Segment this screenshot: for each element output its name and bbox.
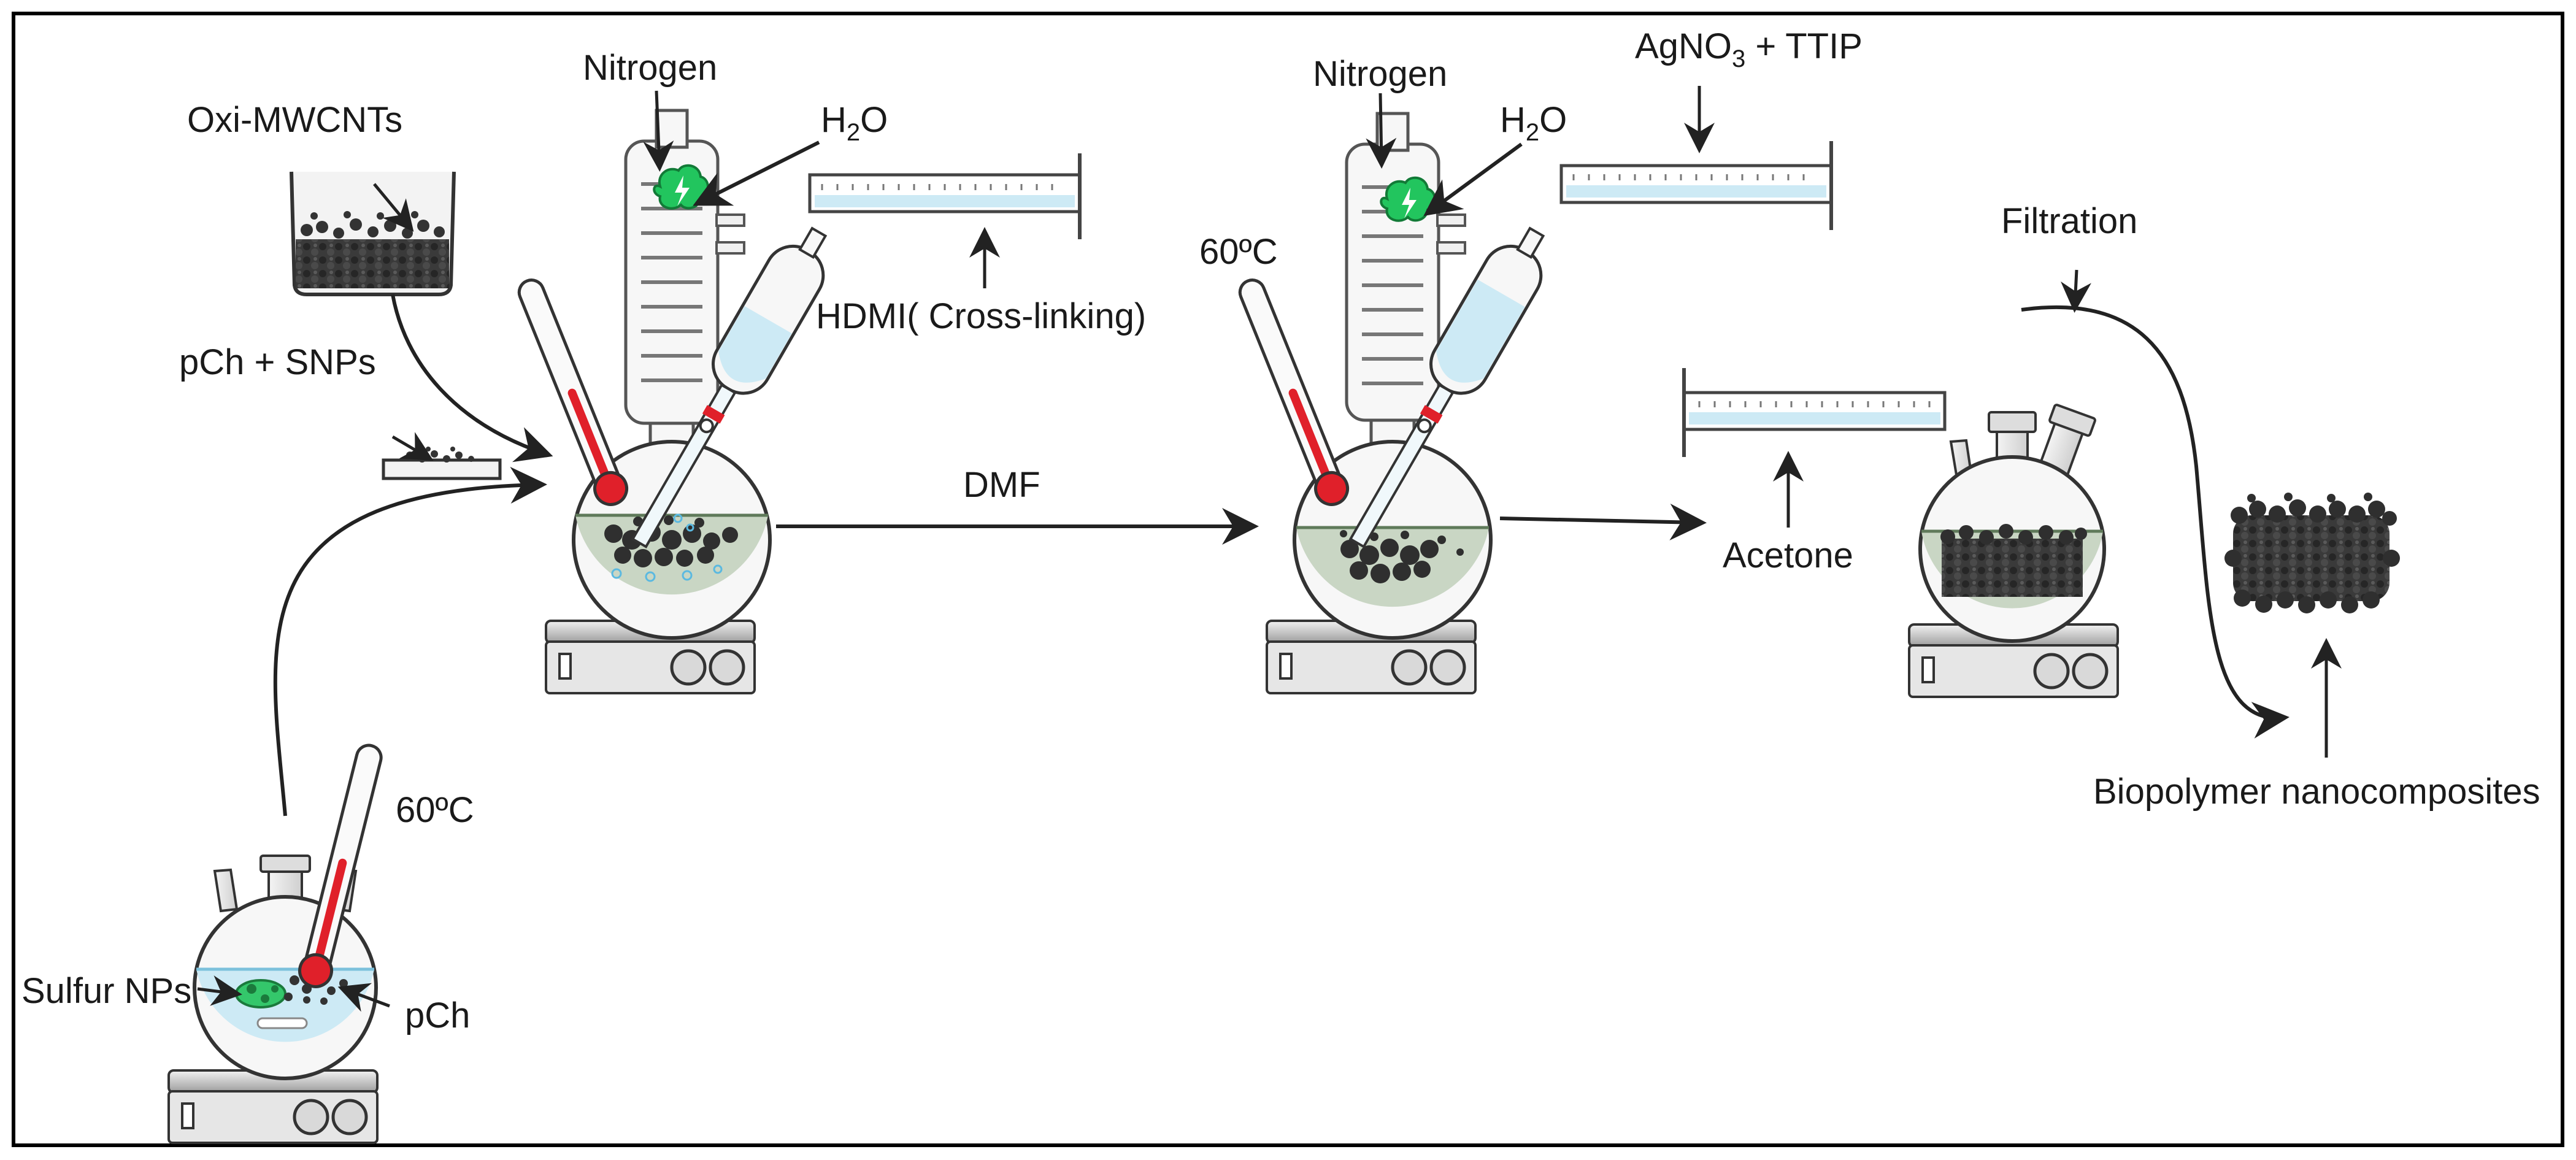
agno3-tail: + TTIP: [1745, 26, 1863, 66]
hdmi-syringe: [808, 153, 1082, 239]
label-temp-1: 60ºC: [396, 790, 474, 830]
h2o-1-sub: 2: [847, 119, 860, 146]
h2o-2-tail: O: [1539, 100, 1567, 140]
arrow-nitrogen-1: [643, 90, 674, 172]
agno3-sub: 3: [1732, 45, 1745, 72]
reaction-flask-2: [517, 109, 828, 693]
h2o-2-sub: 2: [1526, 119, 1539, 146]
h2o-1-base: H: [821, 100, 847, 140]
h2o-1-tail: O: [860, 100, 888, 140]
label-pch-snps: pCh + SNPs: [179, 342, 376, 382]
oxi-mwcnts-beaker: [290, 171, 456, 296]
agno3-syringe: [1559, 141, 1833, 230]
label-agno3-ttip: AgNO3 + TTIP: [1635, 26, 1863, 72]
label-nitrogen-2: Nitrogen: [1313, 54, 1447, 94]
label-sulfur-nps: Sulfur NPs: [21, 971, 191, 1011]
label-hdmi: HDMI( Cross-linking): [816, 296, 1146, 336]
reaction-flask-4: [1909, 404, 2118, 697]
biopolymer-product: [2224, 493, 2400, 613]
label-filtration: Filtration: [2001, 201, 2137, 241]
h2o-2-base: H: [1500, 100, 1526, 140]
label-oxi-mwcnts: Oxi-MWCNTs: [187, 100, 402, 140]
label-h2o-2: H2O: [1500, 100, 1567, 146]
label-biopolymer: Biopolymer nanocomposites: [2093, 772, 2540, 812]
acetone-syringe: [1682, 368, 1947, 457]
diagram-frame: [12, 12, 2564, 1147]
flask-1: [169, 743, 383, 1143]
label-acetone: Acetone: [1723, 536, 1853, 575]
label-temp-2: 60ºC: [1199, 232, 1278, 272]
pch-snps-dish: [382, 447, 502, 480]
reaction-flask-3: [1238, 112, 1545, 693]
label-nitrogen-1: Nitrogen: [583, 48, 717, 88]
arrow-flask3-to-flask4: [1499, 503, 1707, 540]
label-h2o-1: H2O: [821, 100, 888, 146]
arrow-pch-small-pointer: [337, 983, 390, 1012]
arrow-oxi-pointer: [373, 183, 414, 232]
arrow-filtration-pointer: [2061, 269, 2091, 313]
arrow-pch-pointer: [391, 432, 434, 461]
arrow-h2o-1: [693, 140, 820, 206]
arrow-h2o-2: [1423, 142, 1523, 217]
arrow-sulfur-pointer: [197, 975, 242, 1006]
arrow-nitrogen-2: [1366, 93, 1397, 169]
arrow-beaker-to-flask2: [391, 294, 553, 463]
label-pch: pCh: [405, 996, 470, 1035]
arrow-filtration-curve: [2021, 305, 2290, 739]
agno3-base: AgNO: [1635, 26, 1732, 66]
arrow-flask1-to-flask2: [273, 466, 547, 816]
label-dmf: DMF: [963, 465, 1040, 505]
